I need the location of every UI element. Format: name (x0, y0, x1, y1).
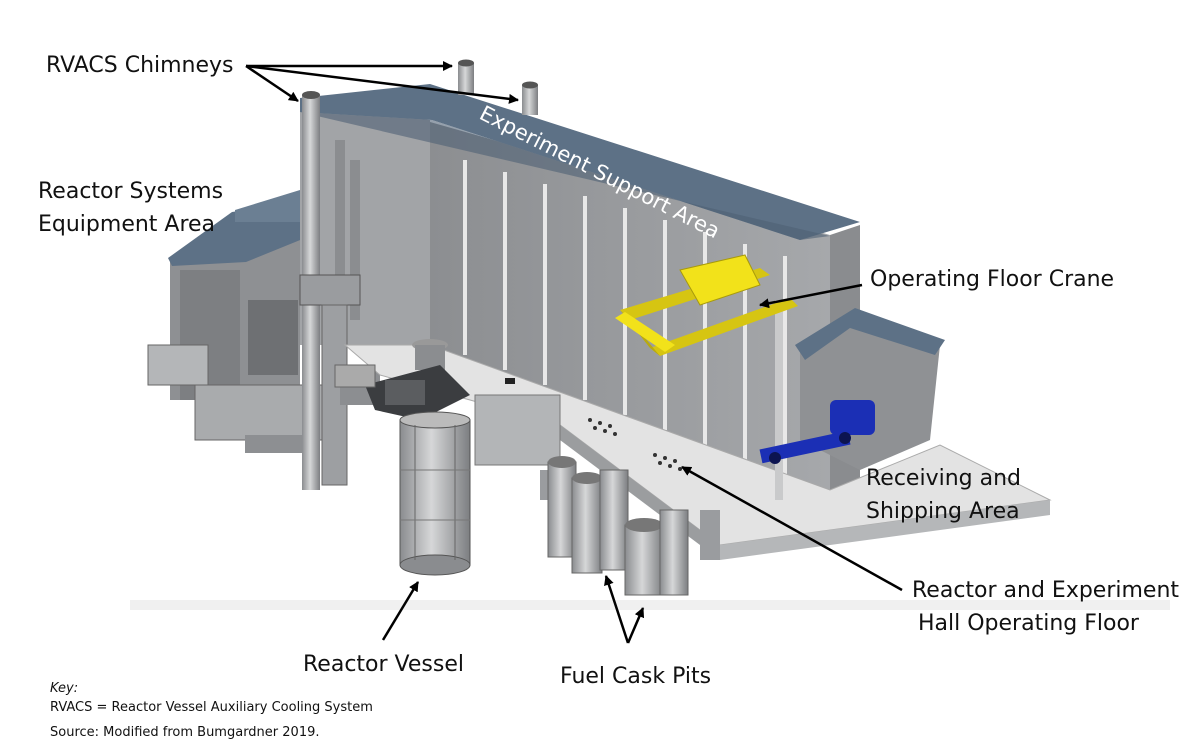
key-source: Source: Modified from Bumgardner 2019. (50, 725, 320, 740)
arrow-chimney-3 (245, 64, 519, 104)
reactor-head-equipment (334, 339, 470, 420)
key-title: Key: (50, 681, 79, 696)
receiving-label-line2: Shipping Area (866, 499, 1020, 524)
operating-floor-crane (615, 254, 798, 356)
receiving-shipping-bay (759, 300, 945, 500)
chimney-2 (458, 63, 474, 95)
arrow-crane (759, 283, 863, 309)
arrow-reactor-vessel (381, 581, 420, 641)
arrow-chimney-1 (245, 64, 299, 103)
reactor-systems-label-line1: Reactor Systems (38, 179, 224, 204)
reactor-vessel-label: Reactor Vessel (303, 652, 464, 677)
truck (759, 400, 875, 464)
fuel-cask-pits-label: Fuel Cask Pits (560, 664, 712, 689)
main-hall (300, 84, 860, 490)
chimney-3 (522, 85, 538, 115)
reactor-systems-equipment-area (147, 190, 336, 453)
annotation-arrows (245, 61, 903, 644)
rvacs-chimneys-label: RVACS Chimneys (46, 53, 234, 78)
arrow-fuel-pit-2 (626, 607, 645, 644)
arrow-operating-floor (681, 465, 903, 592)
operating-floor-label-line2: Hall Operating Floor (918, 611, 1139, 636)
receiving-label-line1: Receiving and (866, 466, 1021, 491)
operating-floor-crane-label: Operating Floor Crane (870, 267, 1115, 292)
ground-strip (130, 600, 1170, 610)
fuel-cask-pits (547, 456, 689, 596)
reactor-systems-label-line2: Equipment Area (38, 212, 216, 237)
key-rvacs-definition: RVACS = Reactor Vessel Auxiliary Cooling… (50, 700, 373, 715)
reactor-vessel (399, 411, 471, 576)
arrow-fuel-pit-1 (604, 575, 630, 644)
operating-floor-label-line1: Reactor and Experiment (912, 578, 1180, 603)
